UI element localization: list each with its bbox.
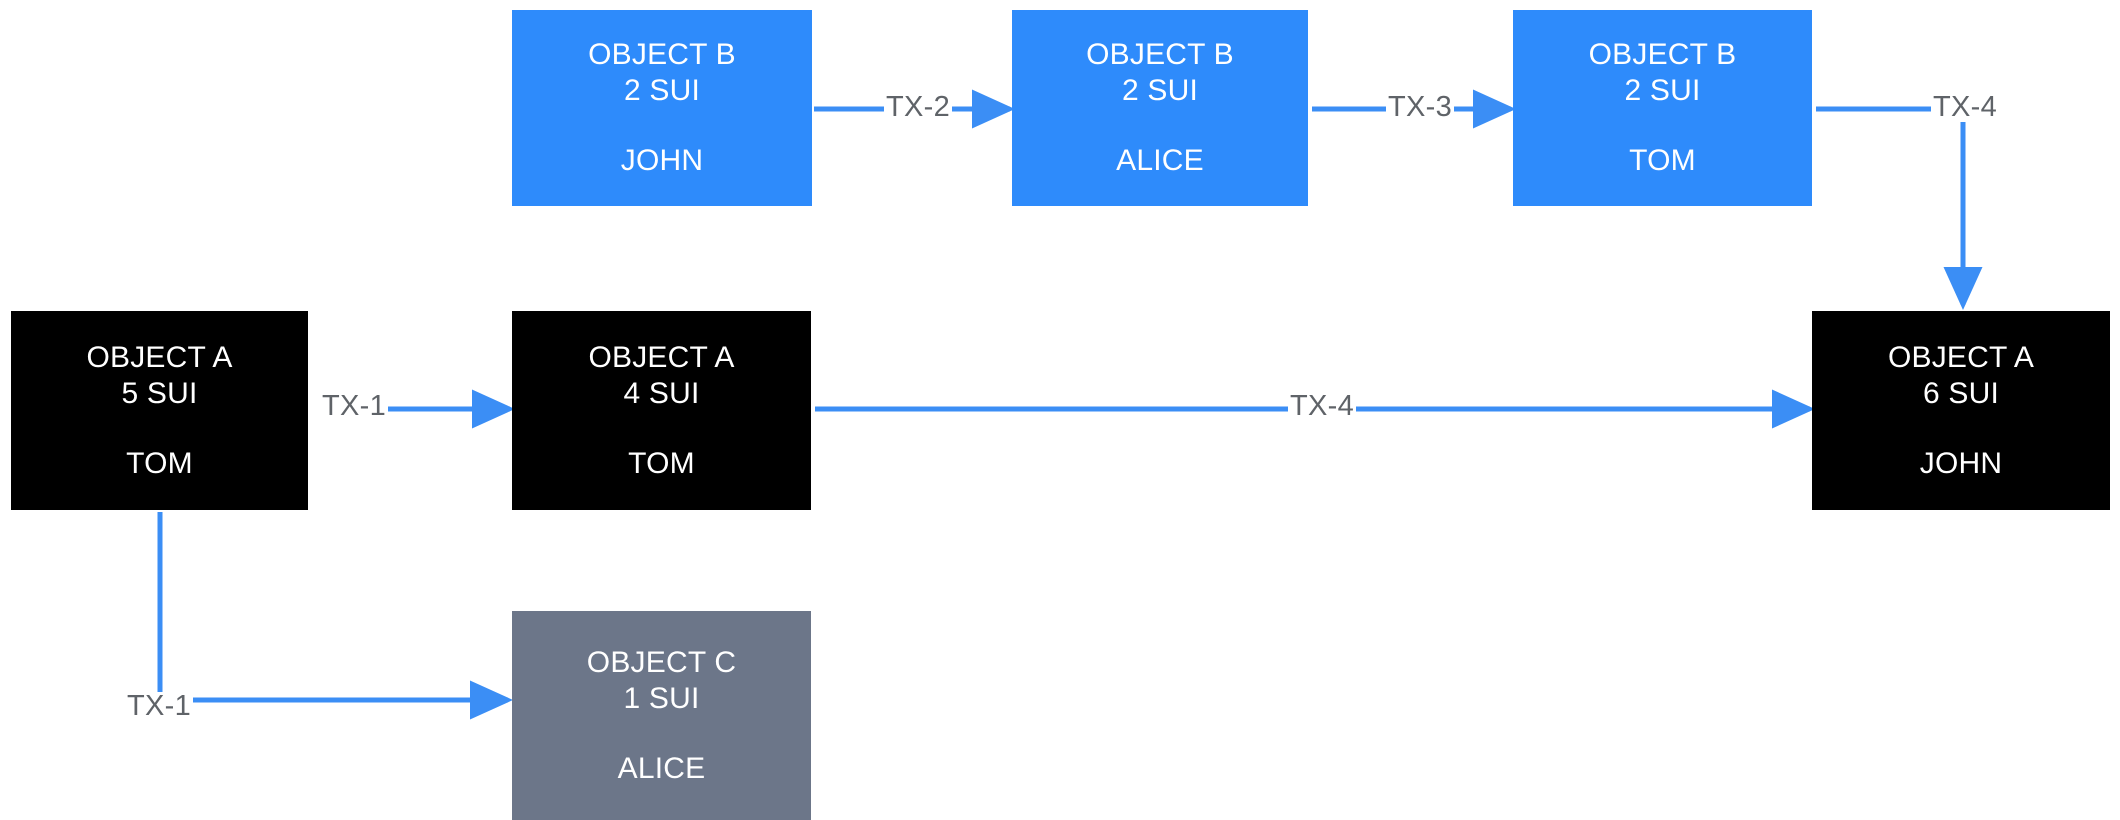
node-owner-label: TOM [1629,144,1696,177]
node-object-label: OBJECT B [588,38,736,71]
node-owner-label: TOM [126,446,193,480]
node-object-b-alice[interactable]: OBJECT B 2 SUI ALICE [1012,10,1308,206]
node-object-b-john[interactable]: OBJECT B 2 SUI JOHN [512,10,812,206]
node-owner-label: ALICE [1116,144,1204,177]
edge-label-tx-3: TX-3 [1386,91,1455,123]
node-object-a-4sui-tom[interactable]: OBJECT A 4 SUI TOM [512,311,811,510]
node-amount-label: 2 SUI [623,74,701,107]
node-object-c-alice[interactable]: OBJECT C 1 SUI ALICE [512,611,811,820]
edge-tx-4-b-tom-to-a [1816,106,1983,311]
node-object-label: OBJECT A [1887,340,2035,374]
node-owner-label: ALICE [617,751,706,785]
node-object-a-6sui-john[interactable]: OBJECT A 6 SUI JOHN [1812,311,2110,510]
node-amount-label: 6 SUI [1922,376,2000,410]
edge-label-tx-2: TX-2 [884,91,953,123]
node-amount-label: 5 SUI [121,376,198,410]
node-object-label: OBJECT A [588,340,735,374]
edge-label-tx-1-a-to-c: TX-1 [125,690,194,722]
node-object-label: OBJECT A [86,340,233,374]
node-amount-label: 1 SUI [623,681,700,715]
edge-label-tx-4-horizontal: TX-4 [1288,390,1357,422]
node-amount-label: 2 SUI [1624,74,1701,107]
edge-label-tx-1-a-to-a: TX-1 [320,390,389,422]
edge-label-tx-4-vertical: TX-4 [1931,91,2000,123]
node-amount-label: 4 SUI [623,376,700,410]
node-object-a-5sui-tom[interactable]: OBJECT A 5 SUI TOM [11,311,308,510]
node-object-label: OBJECT B [1588,38,1737,71]
node-owner-label: JOHN [1919,446,2003,480]
node-object-label: OBJECT C [586,645,737,679]
node-owner-label: JOHN [620,144,704,177]
node-object-label: OBJECT B [1086,38,1234,71]
node-owner-label: TOM [628,446,695,480]
edge-tx-1-a-to-c [157,512,514,720]
node-amount-label: 2 SUI [1121,74,1199,107]
node-object-b-tom[interactable]: OBJECT B 2 SUI TOM [1513,10,1812,206]
